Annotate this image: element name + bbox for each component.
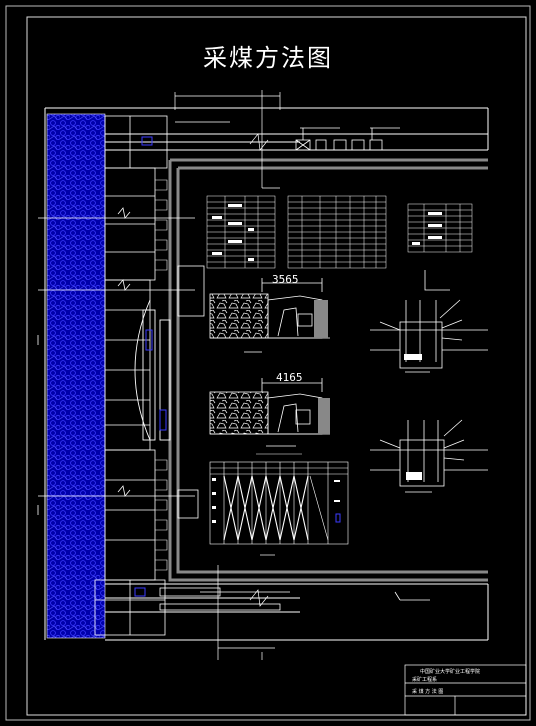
section-upper-wall [314,300,328,338]
title-block-frame [404,664,527,716]
support-section-upper-base [404,354,422,360]
cycle-blue [335,513,341,523]
section-lower [209,378,330,447]
coal-seam [46,113,106,639]
lower-roadway [105,583,489,641]
dimension-upper: 3565 [272,273,299,286]
drawing-title: 采煤方法图 [203,44,333,72]
corner-blue-2 [134,587,146,597]
upper-cut [174,90,281,189]
corner-blue [141,136,153,146]
cycle-graph-marks [212,478,340,523]
support-cells [155,179,168,571]
table-right-fill [412,212,442,245]
lower-cut [200,554,290,660]
outer-frame [5,5,531,721]
cycle-graph [209,453,349,545]
title-block-line3: 采 煤 方 法 图 [412,689,444,695]
face-supports [94,115,168,636]
shearer-arc [134,299,171,441]
shearer-blue-2 [159,409,167,431]
face-inset [177,265,205,317]
table-left [206,195,276,269]
shearer-blue [145,329,153,351]
dimension-lower: 4165 [276,371,303,384]
mine-boundary [168,158,488,582]
lower-equipment [159,587,430,611]
section-upper [209,278,330,353]
table-right [407,203,473,253]
support-section-lower [370,419,488,493]
section-lines [37,207,195,515]
title-block-line1: 中国矿业大学矿业工程学院 [420,669,481,675]
inner-frame [26,16,527,716]
support-section-lower-base [406,472,422,480]
section-lower-wall [318,398,330,434]
table-middle [287,195,387,269]
title-block-line2: 采矿工程系 [412,677,438,683]
face-inset-2 [177,489,199,519]
support-section-upper [370,270,488,373]
table-left-fill [212,204,254,261]
upper-equipment [295,127,400,151]
